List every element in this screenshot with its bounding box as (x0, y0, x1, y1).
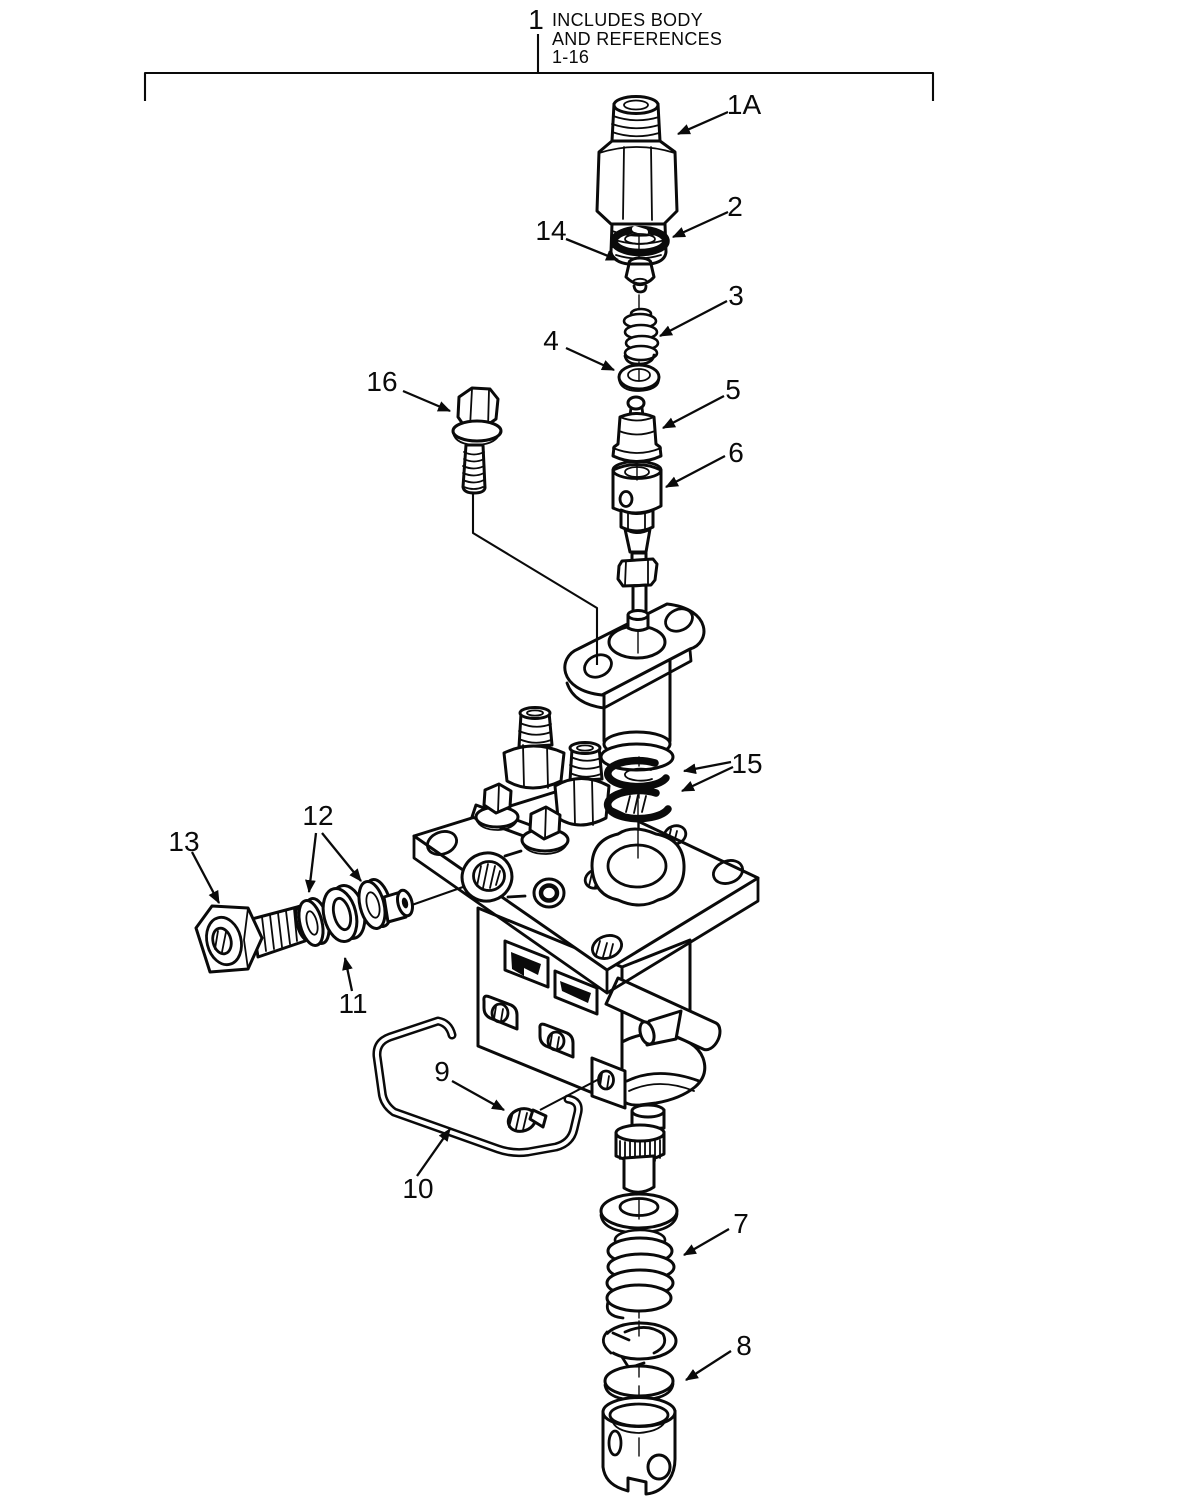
group-number: 1 (528, 4, 544, 35)
pump-body (412, 706, 760, 1110)
callout-2: 2 (727, 191, 743, 222)
part-5-delivery-valve (611, 395, 663, 463)
callout-8: 8 (736, 1330, 752, 1361)
part-13-12-11-assembly (194, 878, 464, 974)
leader-to-port (408, 886, 464, 907)
arrow-7 (683, 1228, 730, 1256)
part-16-bolt (451, 386, 503, 495)
part-8-shim (603, 1364, 675, 1402)
part-2-oring (610, 225, 670, 258)
callout-labels: 1A 2 3 4 5 6 7 8 9 10 11 12 13 14 15 16 (168, 89, 762, 1361)
callout-1a: 1A (727, 89, 762, 120)
arrow-10 (416, 1128, 451, 1177)
part-4-washer (617, 361, 661, 392)
callout-5: 5 (725, 374, 741, 405)
part-14-valve-stop (624, 256, 656, 310)
arrow-14 (565, 237, 620, 262)
figure-header: 1 INCLUDES BODY AND REFERENCES 1-16 (143, 4, 935, 101)
header-line-1: INCLUDES BODY (552, 10, 703, 30)
arrow-11 (342, 956, 354, 992)
header-line-2: AND REFERENCES (552, 29, 722, 49)
tappet-cup (601, 1396, 677, 1496)
top-port-fitting-right (553, 777, 611, 827)
part-9-screw (506, 1077, 602, 1133)
arrow-6 (665, 454, 726, 489)
callout-12: 12 (302, 800, 333, 831)
arrow-3 (659, 299, 728, 338)
thrust-washer (599, 1192, 679, 1235)
arrow-2 (672, 210, 729, 239)
top-port-fitting-left (502, 744, 566, 790)
callout-4: 4 (543, 325, 559, 356)
callout-7: 7 (733, 1208, 749, 1239)
arrow-12a (305, 832, 318, 894)
leader-16 (471, 494, 599, 665)
arrow-5 (662, 394, 725, 430)
callout-15: 15 (731, 748, 762, 779)
leader-9 (539, 1077, 602, 1111)
part-15-orings (603, 756, 672, 831)
arrow-16 (402, 389, 451, 413)
callout-14: 14 (535, 215, 566, 246)
arrow-1a (677, 110, 729, 136)
callout-9: 9 (434, 1056, 450, 1087)
splined-shaft (614, 1103, 666, 1194)
part-6-holder (611, 460, 663, 564)
arrow-13 (190, 851, 221, 904)
arrow-15a (682, 760, 732, 775)
arrow-12b (321, 832, 362, 882)
callout-16: 16 (366, 366, 397, 397)
callout-6: 6 (728, 437, 744, 468)
header-line-3: 1-16 (552, 47, 589, 67)
callout-13: 13 (168, 826, 199, 857)
arrow-8 (685, 1350, 732, 1381)
callout-3: 3 (728, 280, 744, 311)
callout-11: 11 (338, 988, 367, 1019)
arrow-9 (451, 1079, 505, 1112)
part-3-spring (622, 307, 660, 366)
plunger-boss (590, 827, 686, 907)
callout-10: 10 (402, 1173, 433, 1204)
arrow-4 (565, 346, 615, 372)
spring-seat (601, 1320, 678, 1370)
cross-pin (604, 976, 722, 1052)
group-bracket (143, 71, 935, 101)
part-7-spring (605, 1228, 676, 1320)
callout-arrows (190, 110, 734, 1381)
arrow-15b (681, 765, 734, 793)
